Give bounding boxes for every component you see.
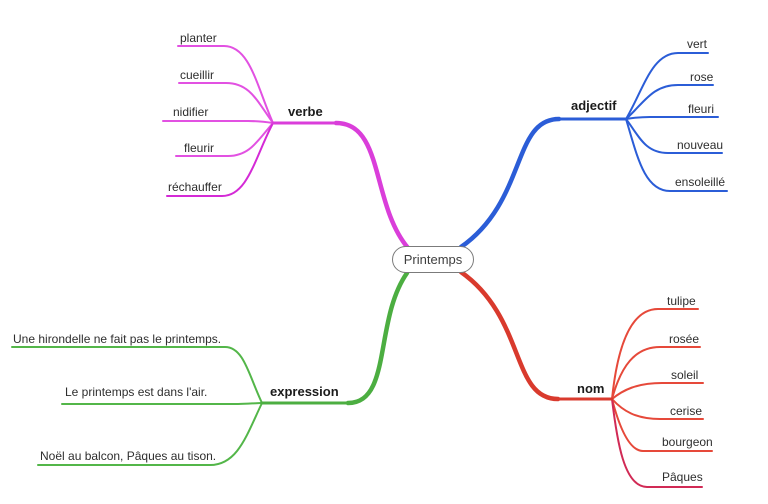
leaf-label-expression-0[interactable]: Une hirondelle ne fait pas le printemps. xyxy=(13,332,222,346)
branch-label-adjectif[interactable]: adjectif xyxy=(571,98,617,113)
nom-leaf-line xyxy=(611,398,713,452)
branch-label-nom[interactable]: nom xyxy=(577,381,605,396)
nom-leaf-line xyxy=(611,398,703,488)
adjectif-leaf-line xyxy=(625,116,719,120)
leaf-label-verbe-3[interactable]: fleurir xyxy=(184,141,215,155)
leaf-label-nom-0[interactable]: tulipe xyxy=(667,294,696,308)
nom-leaf-line xyxy=(611,398,704,420)
adjectif-branch-line xyxy=(458,116,562,250)
adjectif-leaf-line xyxy=(625,84,714,120)
expression-leaf-line xyxy=(11,346,263,404)
adjectif-leaf-line xyxy=(625,118,723,154)
leaf-label-verbe-4[interactable]: réchauffer xyxy=(168,180,222,194)
leaf-label-nom-3[interactable]: cerise xyxy=(670,404,703,418)
nom-leaf-line xyxy=(611,382,704,400)
leaf-label-adjectif-4[interactable]: ensoleillé xyxy=(675,175,726,189)
expression-leaf-line xyxy=(61,402,263,405)
leaf-label-expression-1[interactable]: Le printemps est dans l'air. xyxy=(65,385,208,399)
branch-label-expression[interactable]: expression xyxy=(270,384,339,399)
expression-leaf-line xyxy=(37,402,263,466)
leaf-label-expression-2[interactable]: Noël au balcon, Pâques au tison. xyxy=(40,449,217,463)
adjectif-leaf-line xyxy=(625,52,709,120)
verbe-leaf-line xyxy=(175,122,274,157)
nom-leaf-line xyxy=(611,308,699,400)
branch-label-verbe[interactable]: verbe xyxy=(288,104,323,119)
leaf-label-verbe-0[interactable]: planter xyxy=(180,31,217,45)
central-node-label: Printemps xyxy=(403,252,463,267)
leaf-label-nom-1[interactable]: rosée xyxy=(669,332,700,346)
leaf-label-adjectif-0[interactable]: vert xyxy=(687,37,708,51)
central-node[interactable]: Printemps xyxy=(392,246,474,273)
adjectif-leaf-line xyxy=(625,118,728,192)
leaf-label-adjectif-1[interactable]: rose xyxy=(690,70,714,84)
leaf-label-adjectif-3[interactable]: nouveau xyxy=(677,138,724,152)
nom-leaf-line xyxy=(611,346,701,400)
nom-branch-line xyxy=(458,269,561,402)
verbe-branch-line xyxy=(333,120,411,251)
verbe-leaf-line xyxy=(178,82,274,124)
verbe-leaf-line xyxy=(166,122,274,197)
leaf-label-nom-2[interactable]: soleil xyxy=(671,368,699,382)
leaf-label-verbe-2[interactable]: nidifier xyxy=(173,105,209,119)
leaf-label-nom-4[interactable]: bourgeon xyxy=(662,435,713,449)
leaf-label-adjectif-2[interactable]: fleuri xyxy=(688,102,715,116)
leaf-label-nom-5[interactable]: Pâques xyxy=(662,470,703,484)
verbe-leaf-line xyxy=(177,45,274,124)
expression-branch-line xyxy=(345,270,410,406)
verbe-leaf-line xyxy=(162,120,274,124)
leaf-label-verbe-1[interactable]: cueillir xyxy=(180,68,215,82)
